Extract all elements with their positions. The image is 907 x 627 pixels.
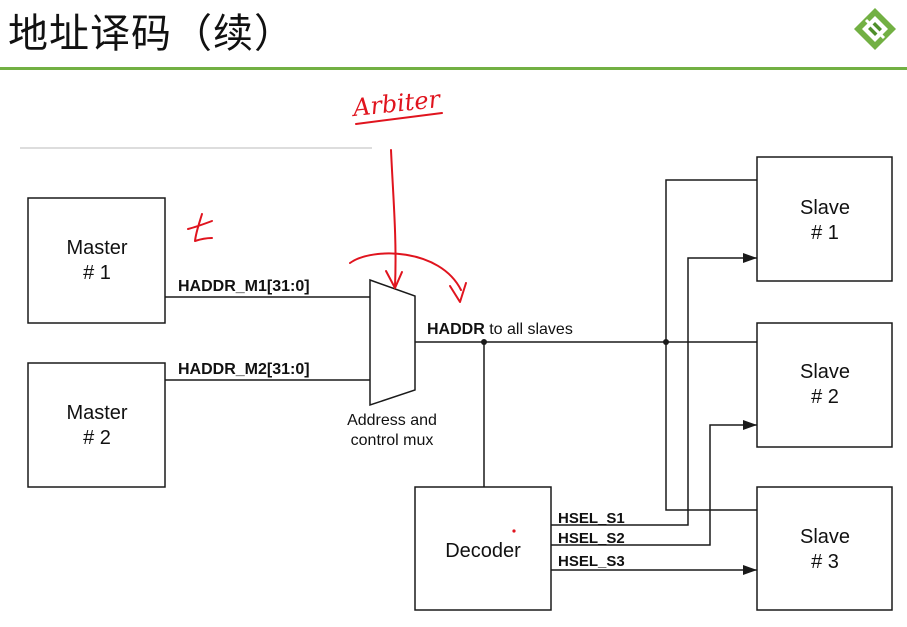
master-2-number: # 2 <box>83 427 111 449</box>
hsel-s3-label: HSEL_S3 <box>558 553 625 570</box>
master-2-box <box>27 362 166 488</box>
master-1-label: Master <box>66 237 127 259</box>
master-1-box <box>27 197 166 324</box>
decoder-box <box>414 486 552 611</box>
master-2-block: Master # 2 <box>27 362 166 488</box>
handwritten-curved-arrow <box>349 252 462 291</box>
hsel-s1-label: HSEL_S1 <box>558 510 625 527</box>
master-2-label: Master <box>66 402 127 424</box>
handwritten-annotations: Arbiter <box>187 85 516 533</box>
haddr-m2-label: HADDR_M2[31:0] <box>178 361 310 378</box>
slave-2-number: # 2 <box>811 386 839 408</box>
handwritten-underline <box>355 112 443 125</box>
logo-icon <box>854 8 896 50</box>
slave-1-block: Slave # 1 <box>756 156 893 282</box>
slave-1-box <box>756 156 893 282</box>
mux-label-line-2: control mux <box>351 432 434 449</box>
handwritten-curved-arrowhead <box>449 282 467 303</box>
slave-1-number: # 1 <box>811 222 839 244</box>
hsel-s2-wire <box>551 420 757 546</box>
haddr-bus-label-rest: to all slaves <box>485 321 573 338</box>
slave-2-block: Slave # 2 <box>756 322 893 448</box>
slave-2-box <box>756 322 893 448</box>
decoder-label: Decoder <box>445 540 521 562</box>
handwritten-down-arrowhead <box>385 270 403 289</box>
title-underline <box>0 67 907 70</box>
haddr-m1-label: HADDR_M1[31:0] <box>178 278 310 295</box>
slave-3-label: Slave <box>800 526 850 548</box>
slave-3-number: # 3 <box>811 551 839 573</box>
mux-label-line-1: Address and <box>347 412 437 429</box>
hsel-s1-wire <box>551 253 757 526</box>
slave-2-label: Slave <box>800 361 850 383</box>
haddr-slave-distribution-wire <box>665 179 757 511</box>
slave-1-label: Slave <box>800 197 850 219</box>
address-control-mux <box>369 278 416 407</box>
handwritten-t-mark <box>187 213 213 242</box>
haddr-bus-label: HADDR to all slaves <box>427 321 573 338</box>
haddr-bus-label-bold: HADDR <box>427 321 485 338</box>
master-1-number: # 1 <box>83 262 111 284</box>
master-1-block: Master # 1 <box>27 197 166 324</box>
hsel-s2-label: HSEL_S2 <box>558 530 625 547</box>
slave-3-block: Slave # 3 <box>756 486 893 611</box>
slave-3-box <box>756 486 893 611</box>
handwritten-down-arrow <box>390 149 397 287</box>
handwritten-arbiter-label: Arbiter <box>350 85 443 122</box>
slide-title: 地址译码（续） <box>8 11 295 57</box>
handwritten-dot <box>512 529 516 533</box>
